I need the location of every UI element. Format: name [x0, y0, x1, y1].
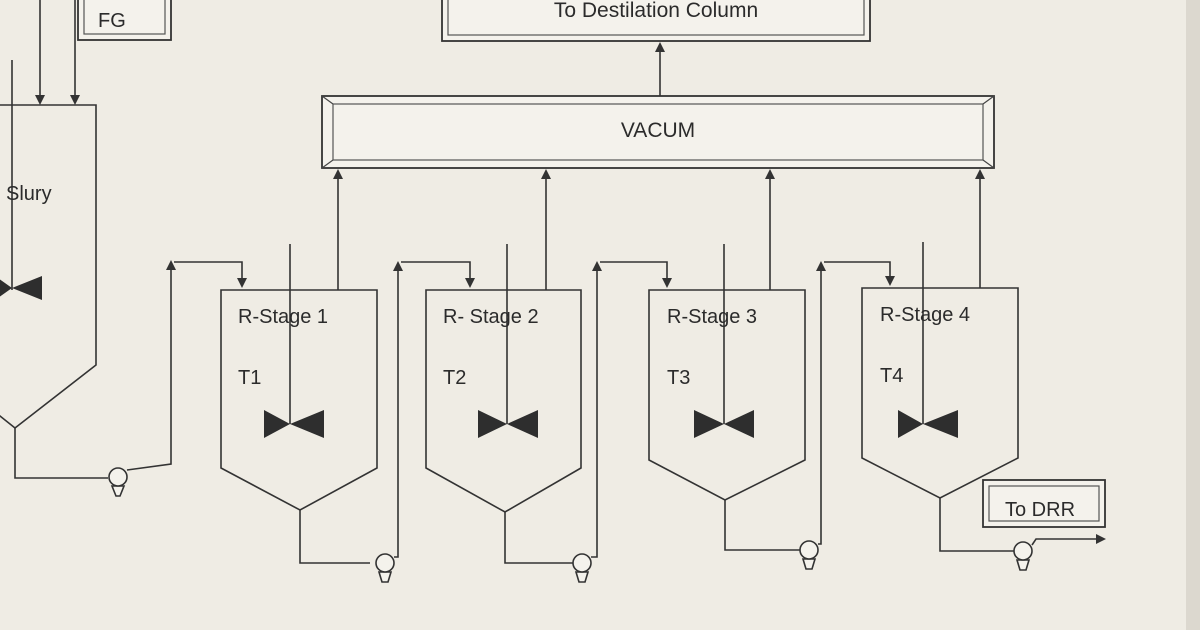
drr-label: To DRR	[1005, 499, 1075, 521]
slurry-outlet-line	[14, 428, 108, 479]
reactor-stage-3: R-Stage 3 T3	[648, 244, 806, 501]
pump-icon	[1013, 541, 1033, 561]
pump-3-discharge	[816, 261, 826, 545]
pump-icon	[572, 553, 592, 573]
slurry-agitator-icon	[0, 279, 12, 297]
pump-0-discharge	[126, 260, 176, 471]
stage-3-name: R-Stage 3	[667, 306, 757, 328]
pump-2-discharge	[591, 261, 602, 558]
pump-2	[572, 553, 592, 583]
feed-to-stage-2	[401, 261, 475, 288]
reactor-stage-1: R-Stage 1 T1	[220, 244, 378, 511]
pump-icon	[108, 467, 128, 487]
fg-label: FG	[98, 10, 126, 32]
feed-to-stage-4	[824, 261, 895, 286]
stage-4-temp: T4	[880, 365, 903, 387]
pump-4-discharge	[1031, 534, 1106, 546]
stage-1-temp: T1	[238, 367, 261, 389]
stage-2-agitator-icon	[478, 410, 507, 438]
pump-4	[1013, 541, 1033, 571]
pump-1-discharge	[393, 261, 403, 558]
pump-icon	[799, 540, 819, 560]
stage-2-temp: T2	[443, 367, 466, 389]
pump-0	[108, 467, 128, 497]
stage-1-agitator-icon	[264, 410, 290, 438]
fg-box: FG	[77, 0, 172, 41]
feed-to-stage-1	[174, 261, 247, 288]
paper-edge	[1186, 0, 1200, 630]
distillation-box: To Destilation Column	[441, 0, 871, 42]
stage-1-outlet	[299, 510, 370, 564]
slurry-label: Slury	[6, 183, 52, 205]
stage-4-outlet	[939, 498, 1014, 552]
feed-to-stage-3	[600, 261, 672, 288]
stage-3-agitator-icon	[694, 410, 724, 438]
vacuum-label: VACUM	[621, 119, 695, 142]
stage-4-name: R-Stage 4	[880, 304, 970, 326]
slurry-tank: Slury	[0, 0, 97, 430]
distillation-label: To Destilation Column	[554, 0, 758, 22]
stage-3-outlet	[724, 500, 800, 551]
pump-icon	[375, 553, 395, 573]
stage-2-outlet	[504, 512, 573, 564]
reactor-stage-2: R- Stage 2 T2	[425, 244, 582, 513]
stage-1-name: R-Stage 1	[238, 306, 328, 328]
vacuum-header-box: VACUM	[321, 95, 995, 169]
pump-3	[799, 540, 819, 570]
pump-1	[375, 553, 395, 583]
reactor-stage-4: R-Stage 4 T4	[861, 242, 1019, 499]
drr-box: To DRR	[982, 479, 1106, 528]
stage-2-name: R- Stage 2	[443, 306, 539, 328]
stage-3-temp: T3	[667, 367, 690, 389]
stage-4-agitator-icon	[898, 410, 923, 438]
